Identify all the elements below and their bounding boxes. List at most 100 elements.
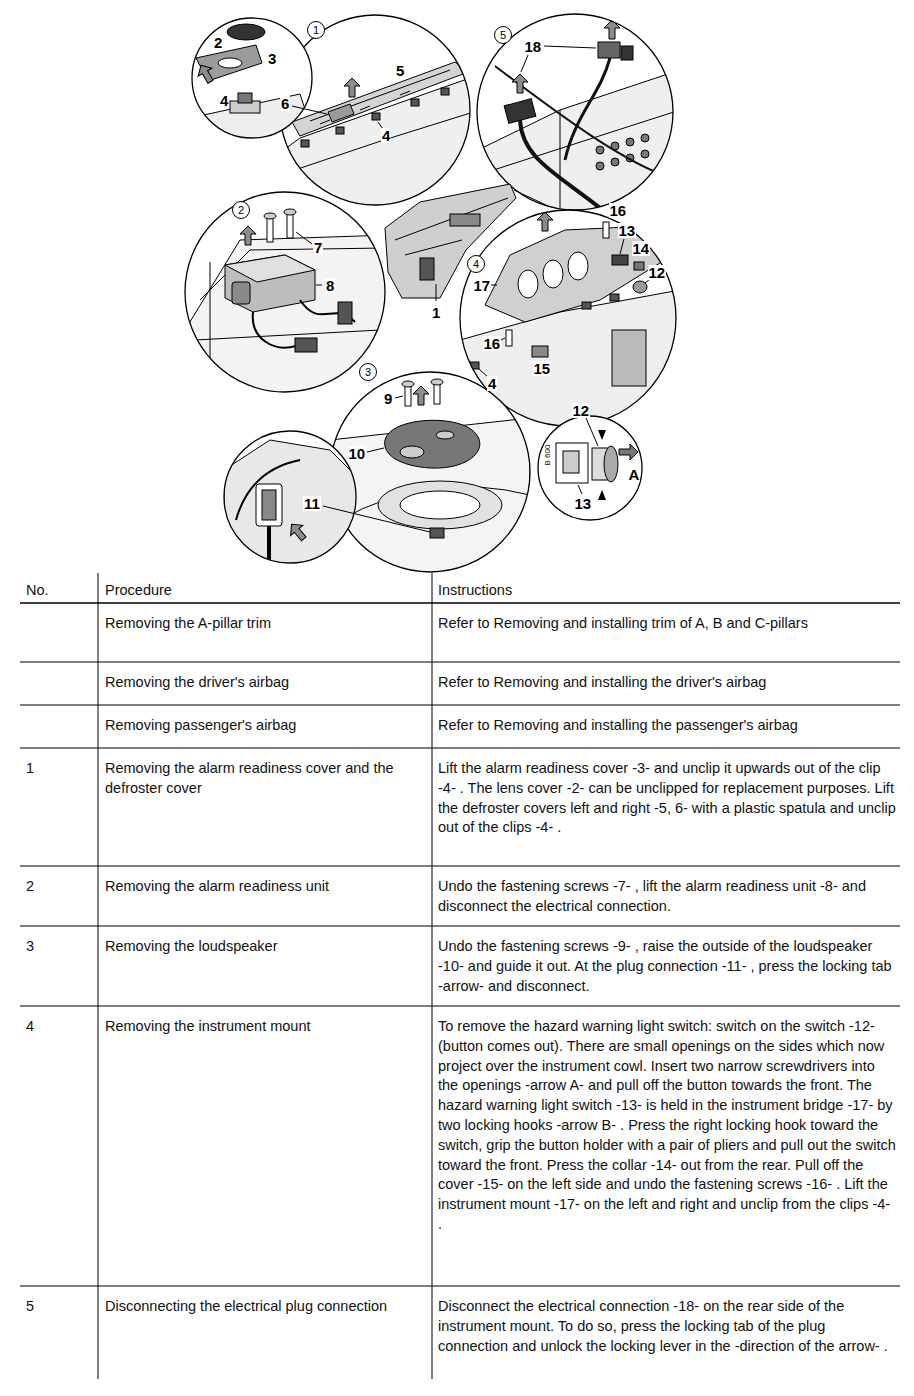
detail-view-switch xyxy=(598,490,606,500)
detail-view-cover xyxy=(218,58,242,68)
detail-view-instrument-mount xyxy=(620,239,624,254)
detail-view-defroster xyxy=(301,140,309,147)
detail-view-alarm-unit xyxy=(316,285,322,286)
callout-number: 3 xyxy=(267,51,277,66)
detail-view-plug xyxy=(262,490,276,520)
detail-view-connector xyxy=(641,150,649,158)
detail-view-cover xyxy=(190,18,327,140)
callout-number: 7 xyxy=(313,240,323,255)
table-rule xyxy=(20,662,900,663)
detail-view-plug xyxy=(224,440,360,570)
step-number: 5 xyxy=(26,1297,92,1317)
detail-view-defroster xyxy=(441,88,449,95)
detail-view-loudspeaker xyxy=(400,491,480,519)
detail-view-connector xyxy=(611,158,619,166)
callout-number: 6 xyxy=(280,96,290,111)
detail-view-alarm-unit xyxy=(295,338,317,352)
instruction-cell: Undo the fastening screws -7- , lift the… xyxy=(438,877,896,917)
table-rule xyxy=(432,573,433,1379)
callout-number: 4 xyxy=(487,376,497,391)
detail-view-loudspeaker xyxy=(436,431,454,439)
detail-view-cover xyxy=(227,24,265,40)
detail-view-alarm-unit xyxy=(185,209,390,395)
detail-view-connector xyxy=(495,66,680,180)
detail-marker: 2 xyxy=(232,201,250,219)
dashboard-overview xyxy=(436,284,437,301)
detail-view-connector xyxy=(521,55,528,72)
detail-view-switch xyxy=(598,430,606,440)
detail-view-defroster xyxy=(372,113,380,120)
dashboard-overview xyxy=(450,214,480,226)
table-rule xyxy=(20,705,900,706)
detail-view-cover xyxy=(292,106,327,114)
detail-view-defroster xyxy=(328,104,354,122)
detail-view-instrument-mount xyxy=(610,294,619,301)
arrow-label: A xyxy=(628,467,641,482)
detail-view-alarm-unit xyxy=(185,192,390,395)
detail-view-loudspeaker xyxy=(330,379,530,580)
callout-number: 14 xyxy=(632,241,651,256)
detail-view-switch xyxy=(538,416,642,520)
detail-view-alarm-unit xyxy=(264,213,276,219)
callout-number: 5 xyxy=(395,63,405,78)
detail-view-plug xyxy=(256,484,282,526)
instruction-cell: Undo the fastening screws -9- , raise th… xyxy=(438,937,896,996)
procedure-cell: Removing the instrument mount xyxy=(105,1017,423,1037)
detail-view-loudspeaker xyxy=(330,372,530,572)
detail-view-defroster xyxy=(344,78,360,97)
detail-view-defroster xyxy=(336,127,344,134)
detail-view-switch xyxy=(604,446,618,482)
instruction-cell: Refer to Removing and installing the dri… xyxy=(438,673,896,693)
detail-view-instrument-mount xyxy=(506,330,512,346)
detail-view-defroster xyxy=(411,99,419,106)
detail-view-plug xyxy=(224,440,360,565)
detail-view-instrument-mount xyxy=(532,346,548,357)
detail-view-connector xyxy=(544,46,596,48)
detail-view-loudspeaker xyxy=(330,372,530,580)
detail-view-loudspeaker xyxy=(413,386,429,405)
callout-number: 9 xyxy=(383,391,393,406)
detail-view-loudspeaker xyxy=(430,528,444,538)
detail-view-switch xyxy=(563,451,579,473)
procedure-cell: Removing the loudspeaker xyxy=(105,937,423,957)
detail-view-loudspeaker xyxy=(395,396,403,398)
detail-view-loudspeaker xyxy=(367,448,384,452)
detail-view-instrument-mount xyxy=(491,285,497,286)
detail-view-cover xyxy=(190,24,315,140)
detail-view-instrument-mount xyxy=(645,279,650,283)
detail-view-loudspeaker xyxy=(431,379,443,385)
detail-view-alarm-unit xyxy=(185,192,385,392)
detail-view-alarm-unit xyxy=(185,235,390,395)
detail-view-loudspeaker xyxy=(400,446,424,458)
detail-view-plug xyxy=(224,431,356,563)
callout-number: 13 xyxy=(574,496,593,511)
detail-view-switch xyxy=(556,430,638,500)
callout-number: 4 xyxy=(219,93,229,108)
detail-view-alarm-unit xyxy=(240,226,256,245)
detail-view-cover xyxy=(190,94,315,140)
exploded-illustration xyxy=(0,0,914,590)
procedure-cell: Disconnecting the electrical plug connec… xyxy=(105,1297,423,1317)
step-number: 2 xyxy=(26,877,92,897)
detail-view-cover xyxy=(194,61,217,85)
detail-view-instrument-mount xyxy=(537,212,553,231)
table-rule xyxy=(20,602,900,604)
detail-view-connector xyxy=(512,74,528,93)
step-number: 4 xyxy=(26,1017,92,1037)
instruction-cell: Lift the alarm readiness cover -3- and u… xyxy=(438,759,896,838)
procedure-cell: Removing the alarm readiness unit xyxy=(105,877,423,897)
dashboard-overview xyxy=(385,184,516,298)
procedure-cell: Removing the A-pillar trim xyxy=(105,614,423,634)
procedure-cell: Removing the driver's airbag xyxy=(105,673,423,693)
detail-view-loudspeaker xyxy=(402,381,414,387)
detail-view-switch xyxy=(538,416,642,520)
detail-view-instrument-mount xyxy=(612,255,628,265)
callout-number: 11 xyxy=(303,496,321,511)
detail-view-alarm-unit xyxy=(284,209,296,215)
detail-view-connector xyxy=(477,14,673,210)
detail-number: 5 xyxy=(500,30,506,41)
dashboard-overview xyxy=(385,184,548,301)
detail-view-alarm-unit xyxy=(287,212,293,238)
detail-view-switch xyxy=(586,418,598,446)
dashboard-overview xyxy=(514,190,548,206)
